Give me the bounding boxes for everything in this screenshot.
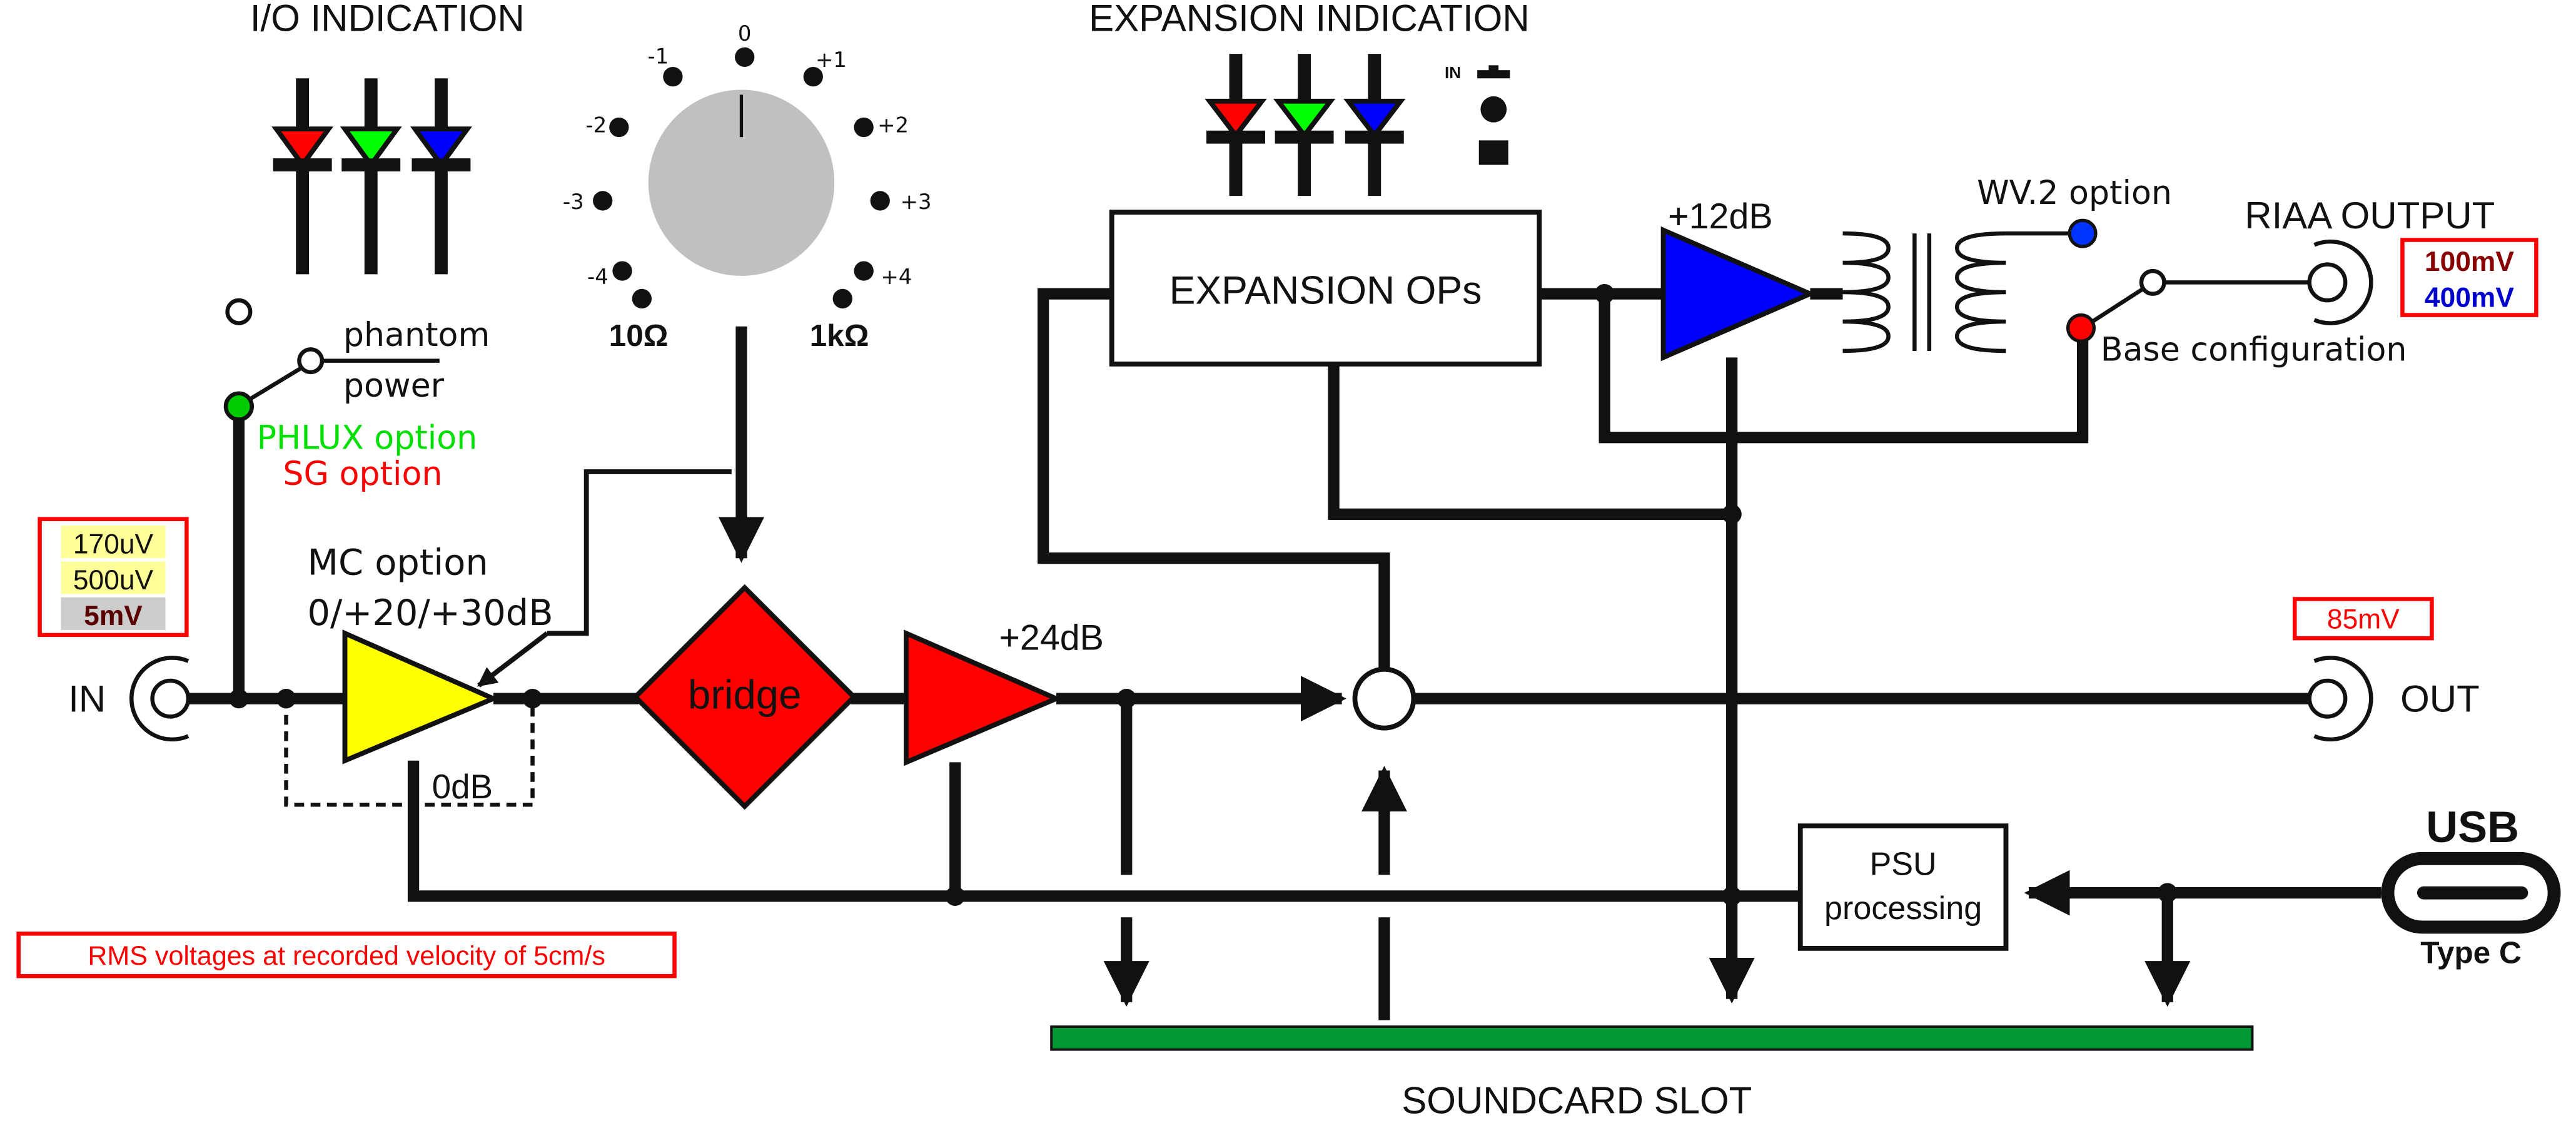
input-level: 5mV bbox=[84, 601, 143, 631]
expansion-ops-label: EXPANSION OPs bbox=[1169, 268, 1482, 312]
bridge-label: bridge bbox=[688, 671, 801, 717]
expansion-ops-block bbox=[1109, 210, 1542, 367]
usb-subtitle: Type C bbox=[2420, 935, 2522, 970]
knob-tick-label: -2 bbox=[585, 113, 607, 137]
psu-processing-block bbox=[1797, 823, 2009, 951]
knob-tick-label: -4 bbox=[587, 265, 609, 289]
input-jack-icon bbox=[129, 656, 191, 742]
riaa-output-jack-icon bbox=[2307, 239, 2373, 325]
footnote-box bbox=[16, 932, 677, 978]
io-led-green bbox=[340, 78, 402, 275]
expansion-led-green bbox=[1273, 54, 1336, 196]
sg-option-label: SG option bbox=[283, 455, 442, 493]
mc-option-title: MC option bbox=[307, 541, 488, 583]
io-led-group bbox=[271, 78, 472, 275]
usb-type-c-icon bbox=[2381, 851, 2561, 934]
knob-tick-label: -1 bbox=[648, 44, 669, 69]
expansion-led-group bbox=[1205, 54, 1406, 196]
mc-amplifier bbox=[342, 629, 500, 765]
knob-tick-label: +1 bbox=[816, 48, 847, 72]
impedance-knob[interactable] bbox=[648, 89, 835, 276]
knob-tick-label: +3 bbox=[901, 190, 932, 214]
soundcard-slot-bar bbox=[1050, 1025, 2254, 1051]
phlux-option-label: PHLUX option bbox=[257, 419, 478, 457]
bridge-block bbox=[632, 584, 858, 810]
riaa-level-box bbox=[2400, 238, 2538, 317]
output-level-box bbox=[2292, 597, 2434, 641]
phantom-label: phantom bbox=[343, 317, 490, 354]
io-led-blue bbox=[410, 78, 472, 275]
expansion-in-button-label: IN bbox=[1445, 63, 1461, 82]
riaa-output-switch[interactable] bbox=[2091, 268, 2315, 323]
io-indication-title: I/O INDICATION bbox=[250, 0, 525, 39]
riaa-level: 100mV bbox=[2425, 246, 2514, 277]
output-jack-icon bbox=[2307, 656, 2373, 742]
knob-tick-dots bbox=[593, 47, 890, 309]
gain-12db-amplifier bbox=[1660, 226, 1817, 362]
gain-24db-amplifier bbox=[904, 629, 1063, 766]
usb-title: USB bbox=[2426, 802, 2519, 851]
mc-option-gains: 0/+20/+30dB bbox=[307, 592, 553, 634]
wv2-option-contact bbox=[2068, 218, 2098, 248]
knob-tick-label: +2 bbox=[877, 113, 909, 137]
footnote-text: RMS voltages at recorded velocity of 5cm… bbox=[88, 941, 605, 971]
transformer-icon bbox=[1842, 231, 2006, 353]
io-led-red bbox=[271, 78, 334, 275]
input-level: 500uV bbox=[73, 565, 154, 596]
expansion-led-blue bbox=[1343, 54, 1406, 196]
input-level-box bbox=[38, 517, 189, 638]
riaa-output-title: RIAA OUTPUT bbox=[2245, 195, 2495, 236]
knob-tick-label: 0 bbox=[738, 21, 752, 46]
output-label: OUT bbox=[2400, 678, 2480, 720]
knob-min-label: 10Ω bbox=[609, 318, 669, 353]
knob-tick-label: -3 bbox=[563, 190, 584, 214]
psu-processing-label: processing bbox=[1824, 890, 1982, 927]
wv2-option-label: WV.2 option bbox=[1977, 175, 2172, 212]
expansion-led-red bbox=[1205, 54, 1267, 196]
mc-bypass-label: 0dB bbox=[432, 767, 493, 806]
gain-24db-label: +24dB bbox=[999, 617, 1104, 658]
expansion-indication-title: EXPANSION INDICATION bbox=[1089, 0, 1530, 39]
knob-max-label: 1kΩ bbox=[810, 318, 869, 353]
base-config-contact bbox=[2066, 313, 2096, 343]
base-config-label: Base configuration bbox=[2101, 332, 2407, 369]
summing-node bbox=[1352, 666, 1417, 731]
soundcard-slot-title: SOUNDCARD SLOT bbox=[1402, 1079, 1752, 1121]
knob-tick-label: +4 bbox=[881, 265, 912, 289]
gain-12db-label: +12dB bbox=[1668, 196, 1773, 236]
push-button-icon[interactable] bbox=[1477, 65, 1510, 165]
input-level: 170uV bbox=[73, 529, 154, 559]
psu-label: PSU bbox=[1869, 846, 1936, 882]
input-label: IN bbox=[68, 678, 106, 720]
output-level: 85mV bbox=[2327, 604, 2400, 634]
riaa-level: 400mV bbox=[2425, 282, 2514, 313]
power-label: power bbox=[343, 367, 445, 405]
